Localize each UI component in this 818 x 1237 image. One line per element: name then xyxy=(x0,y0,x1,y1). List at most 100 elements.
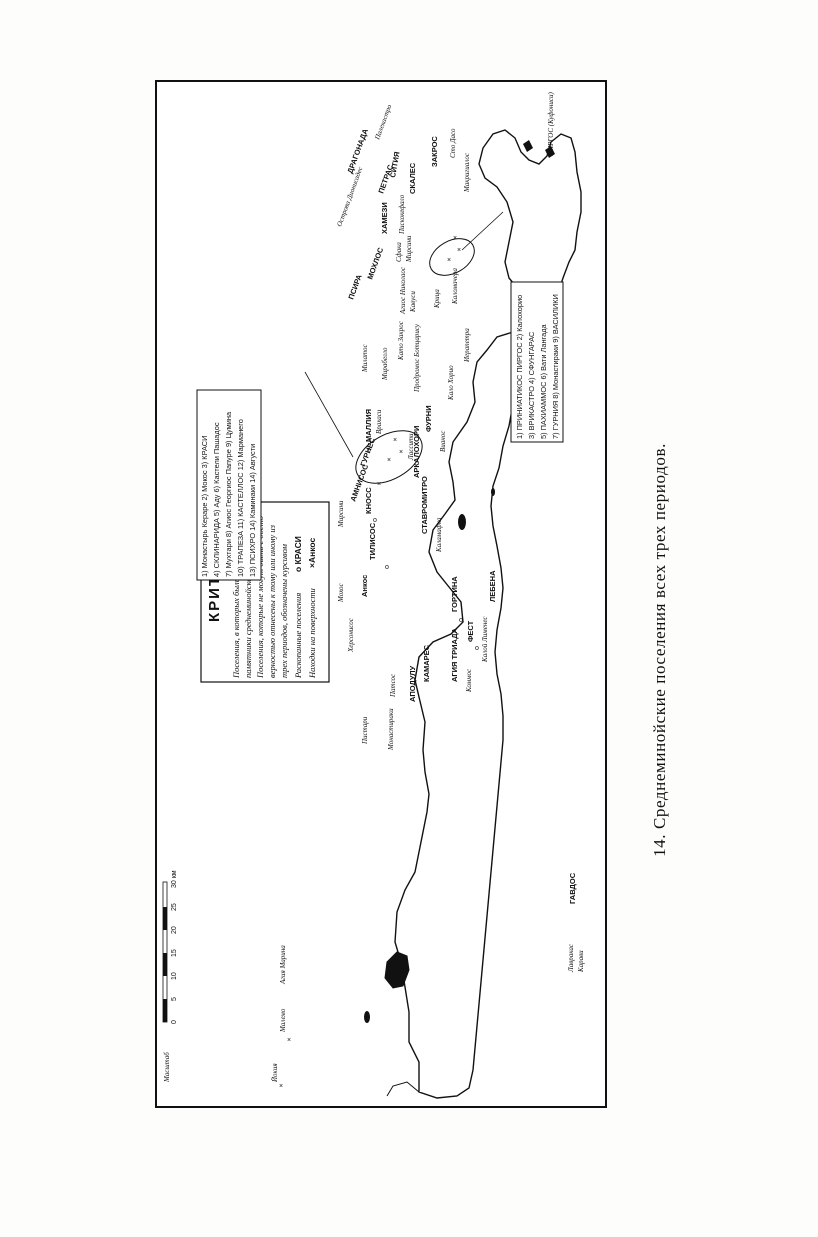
place-ierapetra: Иерапетра xyxy=(463,328,471,363)
place-gavdos: ГАВДОС xyxy=(568,872,577,904)
marker-x: × xyxy=(279,1083,283,1090)
marker-o: o xyxy=(459,617,463,624)
islet xyxy=(364,1011,370,1023)
marker-x: × xyxy=(399,449,403,456)
marker-x: × xyxy=(457,247,461,254)
place-hochia: Йокия xyxy=(271,1063,279,1083)
marker-x: × xyxy=(393,437,397,444)
scale-tick-5: 5 xyxy=(171,997,178,1001)
place-ankos: Анкос xyxy=(360,575,369,597)
place-vrahasi: Врахаси xyxy=(375,409,383,434)
map-frame: КРИТ Поселения, в которых были найдены п… xyxy=(155,80,607,1108)
marker-x: × xyxy=(453,235,457,242)
box-central-line-3: 7) Мухтари 8) Агиос Георгиос Папуре 9) Ц… xyxy=(224,411,233,577)
place-stodaso: Сто Дасо xyxy=(449,128,457,158)
crete-coastline xyxy=(394,129,582,1099)
box-central: 1) Монастырь Кераре 2) Мокос 3) КРАСИ 4)… xyxy=(196,389,262,581)
scale-bar: Масштаб 0 5 10 15 20 25 30 км xyxy=(162,870,178,1083)
place-skales: СКАЛЕС xyxy=(408,162,417,194)
gavdos-island xyxy=(384,951,410,989)
box-east-line-3: 5) ПАХИАММОС 6) Вати Лангада xyxy=(539,323,548,439)
legend-line-7: Находки на поверхности xyxy=(307,588,317,679)
place-stavromitro: СТАВРОМИТРО xyxy=(420,476,429,534)
knossos-area-circle xyxy=(355,430,423,484)
place-psira: ПСИРА xyxy=(346,273,364,301)
place-fourni: ФУРНИ xyxy=(424,405,433,432)
box-east-line-1: 1) ПРИНИАТИКОС ПИРГОС 2) Калохорио xyxy=(515,295,524,439)
legend-line-6: Раскопанные поселения xyxy=(293,593,303,679)
scale-tick-15: 15 xyxy=(171,949,178,957)
place-kavousi: Кавуси xyxy=(409,291,417,313)
place-tilisos: ТИЛИСОС xyxy=(368,522,377,560)
box-east-leader xyxy=(461,211,504,251)
place-apodulu: АПОДУЛУ xyxy=(408,665,417,702)
place-gortyna: ГОРТИНА xyxy=(450,576,459,612)
box-east-line-4: 7) ГУРНИЯ 8) Монастираки 9) ВАСИЛИКИ xyxy=(551,294,560,439)
place-kato-zakros: Като Закрос xyxy=(397,320,405,361)
place-lebena: ЛЕБЕНА xyxy=(488,570,497,602)
marker-o: o xyxy=(475,645,479,652)
place-kritsa: Крица xyxy=(433,289,441,309)
legend-line-1: Поселения, в которых были найдены xyxy=(231,545,241,679)
marker-x: × xyxy=(377,481,381,488)
box-central-line-2: 4) СКЛИНАРИДА 5) Аду 6) Кастели Пашадос xyxy=(212,422,221,577)
islet xyxy=(491,488,495,496)
place-kamares: КАМАРЕС xyxy=(422,644,431,682)
legend-line-5: трех периодов, обозначены курсивом xyxy=(279,543,289,678)
place-lavrakas: Лавракас xyxy=(567,943,575,973)
box-central-line-4: 10) ТРАПЕЗА 11) КАСТЕЛЛОС 12) Марманего xyxy=(236,419,245,577)
crete-map: КРИТ Поселения, в которых были найдены п… xyxy=(162,92,585,1099)
legend-example-excavated: о КРАСИ xyxy=(293,536,303,572)
marker-o: o xyxy=(385,564,389,571)
scale-tick-20: 20 xyxy=(171,926,178,934)
place-kufonisi: ПИРГОС (Куфониси) xyxy=(547,92,555,157)
place-viannos: Вианос xyxy=(439,430,447,452)
place-mochos: Мохос xyxy=(337,582,345,603)
settlement-markers: × × × × × × × o o o o o × × xyxy=(279,235,479,1090)
place-chersonisos: Херсонисос xyxy=(347,617,355,653)
scale-tick-10: 10 xyxy=(171,972,178,980)
marker-x: × xyxy=(287,1037,291,1044)
legend-example-surface: ×Анкос xyxy=(307,538,317,568)
place-phaistos: ФЕСТ xyxy=(466,620,475,642)
place-piskokefalo: Пискокефало xyxy=(398,194,406,235)
place-arkalochori: АРКАЛОХОРИ xyxy=(412,426,421,478)
box-central-line-5: 13) ПСИХРО 14) Каминаки 14) Августи xyxy=(248,444,257,577)
marker-x: × xyxy=(387,457,391,464)
box-central-leader xyxy=(304,371,354,458)
legend-line-2: памятники среднеминойского периода xyxy=(243,539,253,678)
place-sfaka: Сфака xyxy=(395,242,403,262)
box-central-line-1: 1) Монастырь Кераре 2) Мокос 3) КРАСИ xyxy=(200,436,209,577)
marker-o: o xyxy=(367,447,371,454)
place-kaloi-limenes: Калой Лименес xyxy=(481,616,489,663)
marker-x: × xyxy=(447,257,451,264)
gournia-area-circle xyxy=(429,238,475,276)
place-karavi: Карави xyxy=(577,950,585,973)
box-east: 1) ПРИНИАТИКОС ПИРГОС 2) Калохорио 3) ВР… xyxy=(510,281,564,443)
place-sitia: СИТИЯ xyxy=(388,151,401,178)
scale-tick-0: 0 xyxy=(171,1020,178,1024)
map-title: КРИТ xyxy=(206,575,223,622)
place-milatos: Милатос xyxy=(361,343,369,373)
place-patsos: Патсос xyxy=(389,673,397,698)
scale-tick-30: 30 км xyxy=(171,870,178,888)
place-agios-nikolaos: Агиос Николаос xyxy=(399,266,407,315)
place-kalamafka: Каламафка xyxy=(435,517,443,553)
scale-label: Масштаб xyxy=(163,1052,171,1083)
place-kalo-chorio: Кало Хорио xyxy=(447,365,455,401)
legend-line-4: верностью отнесены к тому или иному из xyxy=(267,524,277,678)
place-pisteri: Пистари xyxy=(361,716,369,745)
place-kalomachera: Каломачера xyxy=(451,268,459,305)
place-monastiraki: Монастираки xyxy=(387,708,395,751)
figure-caption: 14. Среднеминойские поселения всех трех … xyxy=(640,400,680,900)
place-prodromos: Продромос Ботцарису xyxy=(413,323,421,393)
figure-caption-text: 14. Среднеминойские поселения всех трех … xyxy=(650,443,669,857)
place-makrigialos: Макригиалос xyxy=(463,152,471,193)
marker-o: o xyxy=(373,517,377,524)
place-lasithi: Лассити xyxy=(407,433,415,461)
place-paleokastro: Палекастро xyxy=(373,103,394,142)
box-east-line-2: 3) ВРИКАСТРО 4) СФУНГАРАС xyxy=(527,331,536,439)
place-mirsini: Мирсини xyxy=(405,235,413,263)
place-agia-marina: Агия Марина xyxy=(279,945,287,985)
